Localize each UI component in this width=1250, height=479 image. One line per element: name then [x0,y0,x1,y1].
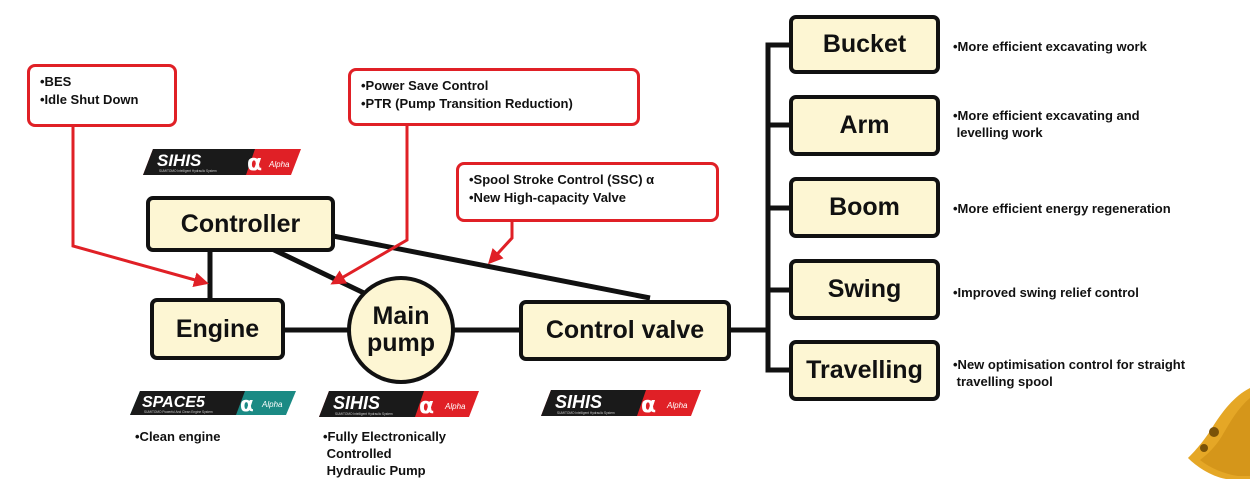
svg-text:SUMITOMO Intelligent Hydraulic: SUMITOMO Intelligent Hydraulic System [335,412,393,416]
svg-text:α: α [247,151,262,176]
main-pump-label-line2: pump [366,329,436,357]
svg-text:SIHIS: SIHIS [157,151,202,170]
callout-valve-item-2: •New High-capacity Valve [469,190,627,205]
controller-node: Controller [146,196,335,252]
travelling-label: Travelling [806,356,923,384]
callout-engine-item-1: •BES [40,74,72,89]
sihis-alpha-logo-valve: SIHIS SUMITOMO Intelligent Hydraulic Sys… [541,390,701,417]
callout-pump-item-1: •Power Save Control [361,78,489,93]
travelling-benefit: •New optimisation control for straight t… [953,357,1186,389]
svg-text:SUMITOMO Powerful And Clean En: SUMITOMO Powerful And Clean Engine Syste… [144,410,213,414]
svg-text:α: α [641,393,656,417]
engine-note: •Clean engine [135,429,221,444]
pump-note: •Fully Electronically Controlled Hydraul… [323,429,447,478]
sihis-alpha-logo-top: SIHIS SUMITOMO Intelligent Hydraulic Sys… [143,149,301,176]
svg-text:α: α [240,392,254,416]
swing-benefit: •Improved swing relief control [953,285,1139,300]
callout-engine-features: •BES •Idle Shut Down [27,64,177,127]
line-controller-valve [332,233,651,301]
svg-text:SIHIS: SIHIS [333,393,380,413]
main-pump-label-line1: Main [372,302,430,330]
svg-text:Alpha: Alpha [444,402,466,411]
arm-label: Arm [839,111,890,139]
callout-pump-item-2: •PTR (Pump Transition Reduction) [361,96,573,111]
arrow-bes-to-engine [71,125,209,288]
sihis-alpha-logo-pump: SIHIS SUMITOMO Intelligent Hydraulic Sys… [319,391,479,418]
callout-engine-item-2: •Idle Shut Down [40,92,139,107]
line-controller-pump [268,245,366,296]
excavator-bucket-graphic [1188,388,1250,479]
bucket-label: Bucket [822,30,907,58]
callout-valve-features: •Spool Stroke Control (SSC) α •New High-… [456,162,719,222]
swing-label: Swing [827,275,902,303]
travelling-node: Travelling [789,340,940,401]
boom-benefit: •More efficient energy regeneration [953,201,1171,216]
control-valve-node: Control valve [519,300,731,361]
boom-node: Boom [789,177,940,238]
bucket-benefit: •More efficient excavating work [953,39,1147,54]
arm-benefit: •More efficient excavating and levelling… [953,108,1140,140]
controller-label: Controller [180,209,301,238]
svg-text:SUMITOMO Intelligent Hydraulic: SUMITOMO Intelligent Hydraulic System [557,411,615,415]
space5-alpha-logo: SPACE5 SUMITOMO Powerful And Clean Engin… [130,391,296,416]
engine-label: Engine [175,314,260,343]
callout-pump-features: •Power Save Control •PTR (Pump Transitio… [348,68,640,126]
svg-text:SIHIS: SIHIS [555,392,602,412]
arrow-power-to-pump [330,125,409,285]
svg-text:α: α [419,394,434,418]
svg-text:SPACE5: SPACE5 [142,394,206,411]
swing-node: Swing [789,259,940,320]
svg-text:Alpha: Alpha [268,160,290,169]
svg-text:SUMITOMO Intelligent Hydraulic: SUMITOMO Intelligent Hydraulic System [159,169,217,173]
svg-text:Alpha: Alpha [261,400,283,409]
main-pump-node: Main pump [347,276,455,384]
boom-label: Boom [829,193,900,221]
arm-node: Arm [789,95,940,156]
svg-text:Alpha: Alpha [666,401,688,410]
arrow-ssc-to-valve [487,221,514,265]
callout-valve-item-1: •Spool Stroke Control (SSC) α [469,172,655,187]
engine-node: Engine [150,298,285,360]
bucket-node: Bucket [789,15,940,74]
control-valve-label: Control valve [545,316,705,344]
